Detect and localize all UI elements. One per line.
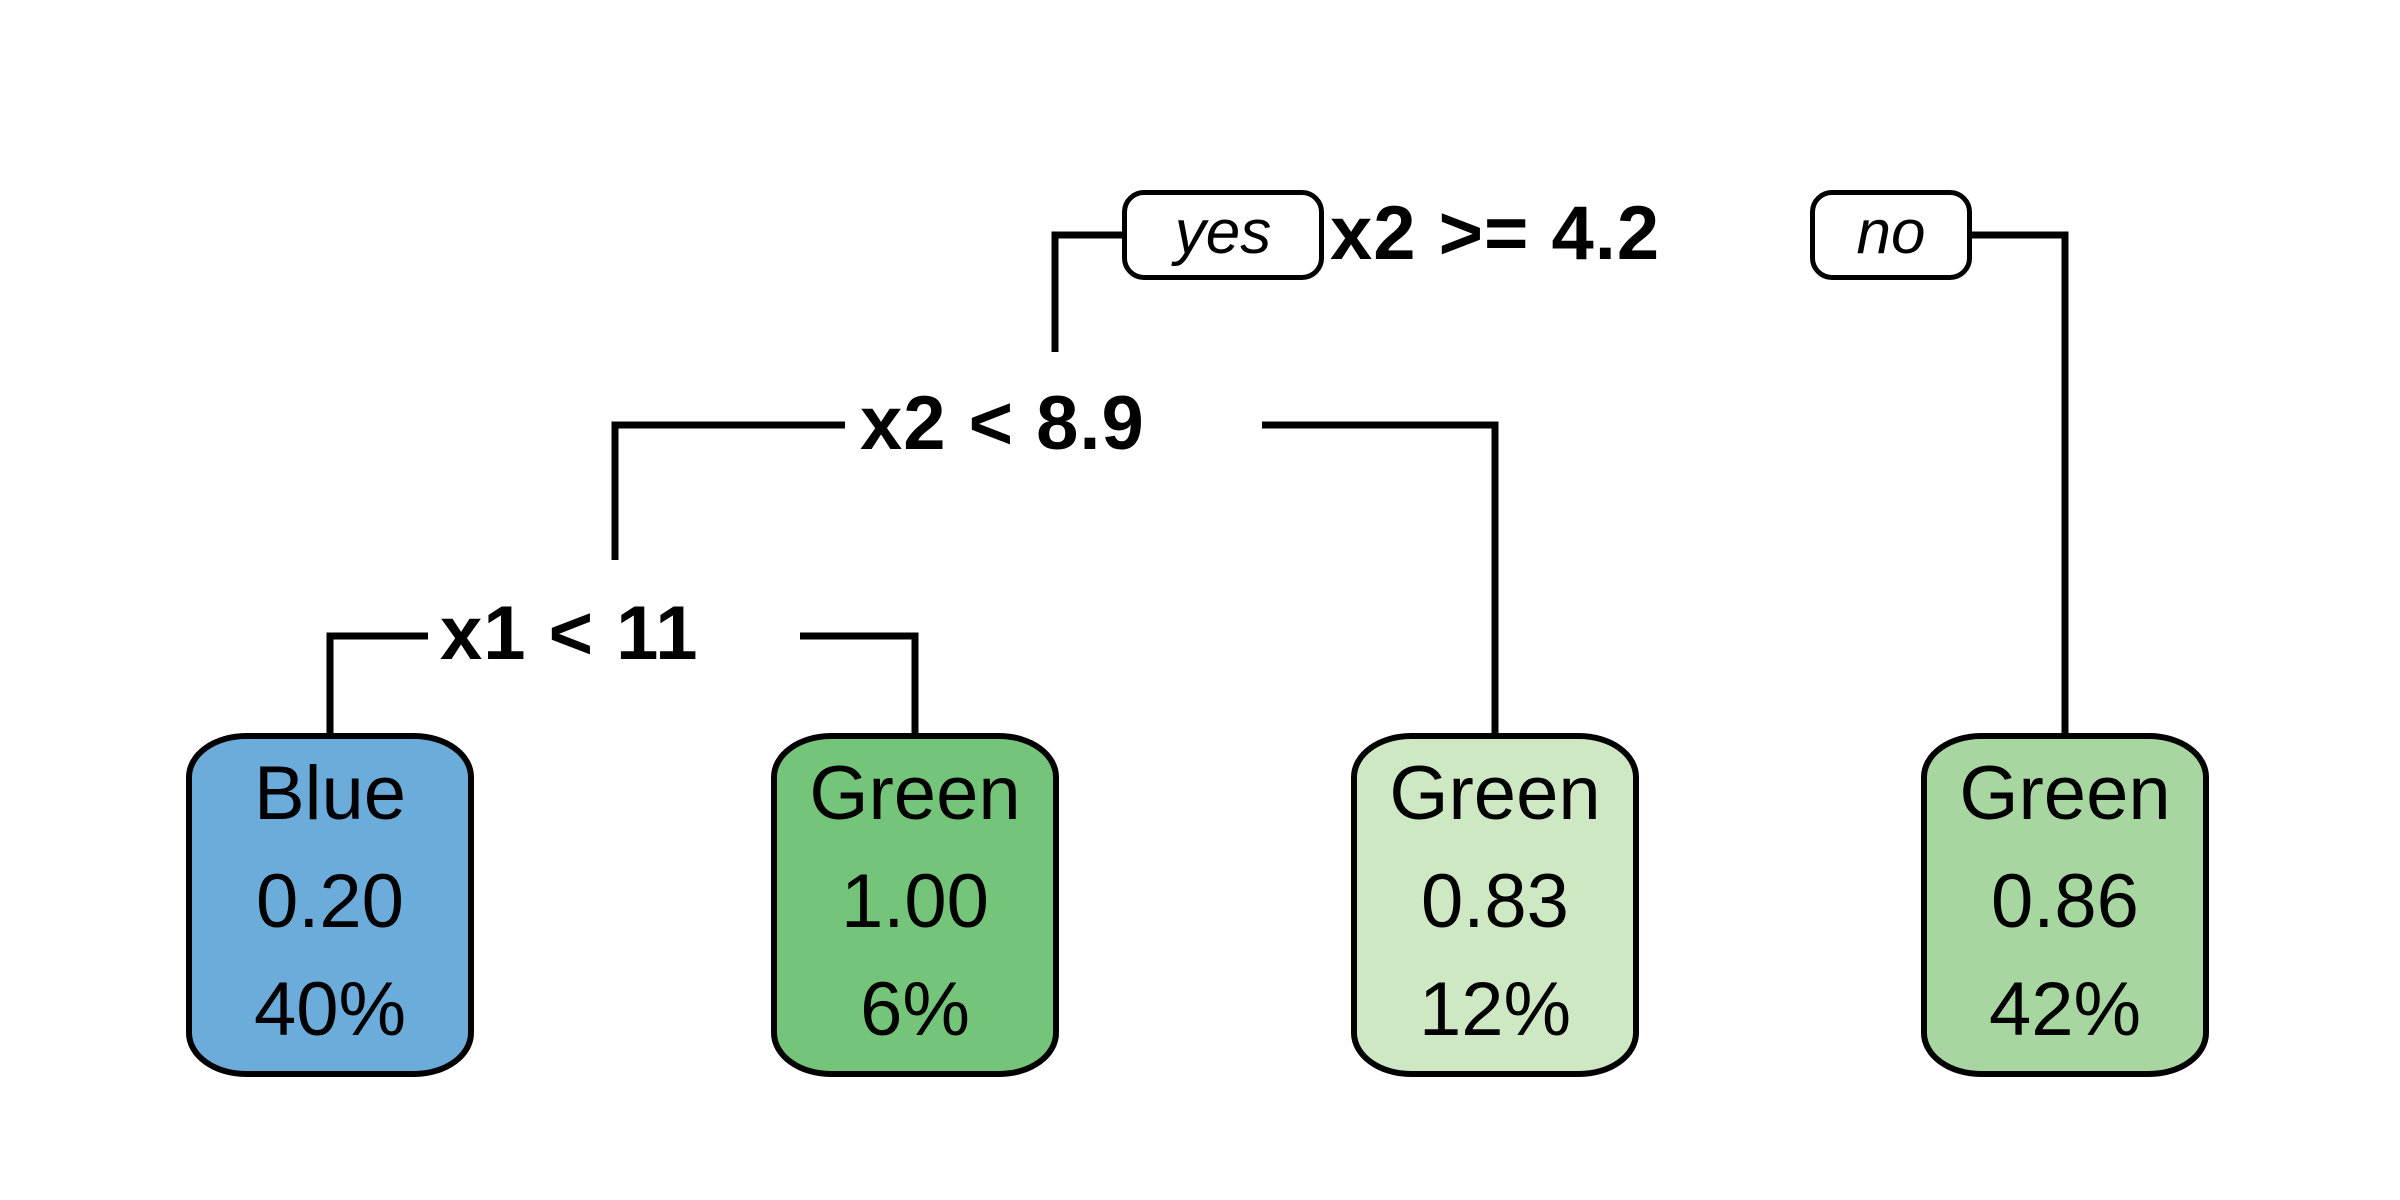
- leaf-node-green-2[interactable]: Green 0.83 12%: [1351, 733, 1639, 1077]
- leaf-node-green-3[interactable]: Green 0.86 42%: [1921, 733, 2209, 1077]
- leaf-class-label: Green: [809, 751, 1021, 836]
- split-label-root: x2 >= 4.2: [1330, 191, 1661, 276]
- leaf-probability: 1.00: [841, 859, 989, 945]
- edge-root-no: [1972, 231, 2069, 733]
- leaf-probability: 0.83: [1421, 859, 1569, 945]
- leaf-node-blue[interactable]: Blue 0.20 40%: [186, 733, 474, 1077]
- split-label-level2: x1 < 11: [440, 591, 699, 676]
- leaf-percent: 6%: [860, 967, 970, 1053]
- leaf-probability: 0.86: [1991, 859, 2139, 945]
- leaf-node-green-1[interactable]: Green 1.00 6%: [771, 733, 1059, 1077]
- yes-branch-box[interactable]: yes: [1122, 190, 1324, 280]
- edge-l1-no: [1262, 421, 1499, 733]
- edge-root-yes: [1051, 231, 1122, 352]
- yes-branch-label: yes: [1174, 198, 1272, 267]
- leaf-percent: 12%: [1418, 967, 1572, 1053]
- leaf-class-label: Green: [1389, 751, 1601, 836]
- no-branch-box[interactable]: no: [1810, 190, 1972, 280]
- leaf-percent: 42%: [1988, 967, 2142, 1053]
- no-branch-label: no: [1856, 198, 1926, 267]
- edge-l2-no: [800, 632, 919, 733]
- leaf-class-label: Blue: [253, 751, 407, 836]
- edge-l1-yes: [611, 421, 845, 560]
- edge-l2-yes: [326, 632, 428, 733]
- leaf-class-label: Green: [1959, 751, 2171, 836]
- leaf-percent: 40%: [253, 967, 407, 1053]
- leaf-probability: 0.20: [256, 859, 404, 945]
- split-label-level1: x2 < 8.9: [860, 381, 1145, 466]
